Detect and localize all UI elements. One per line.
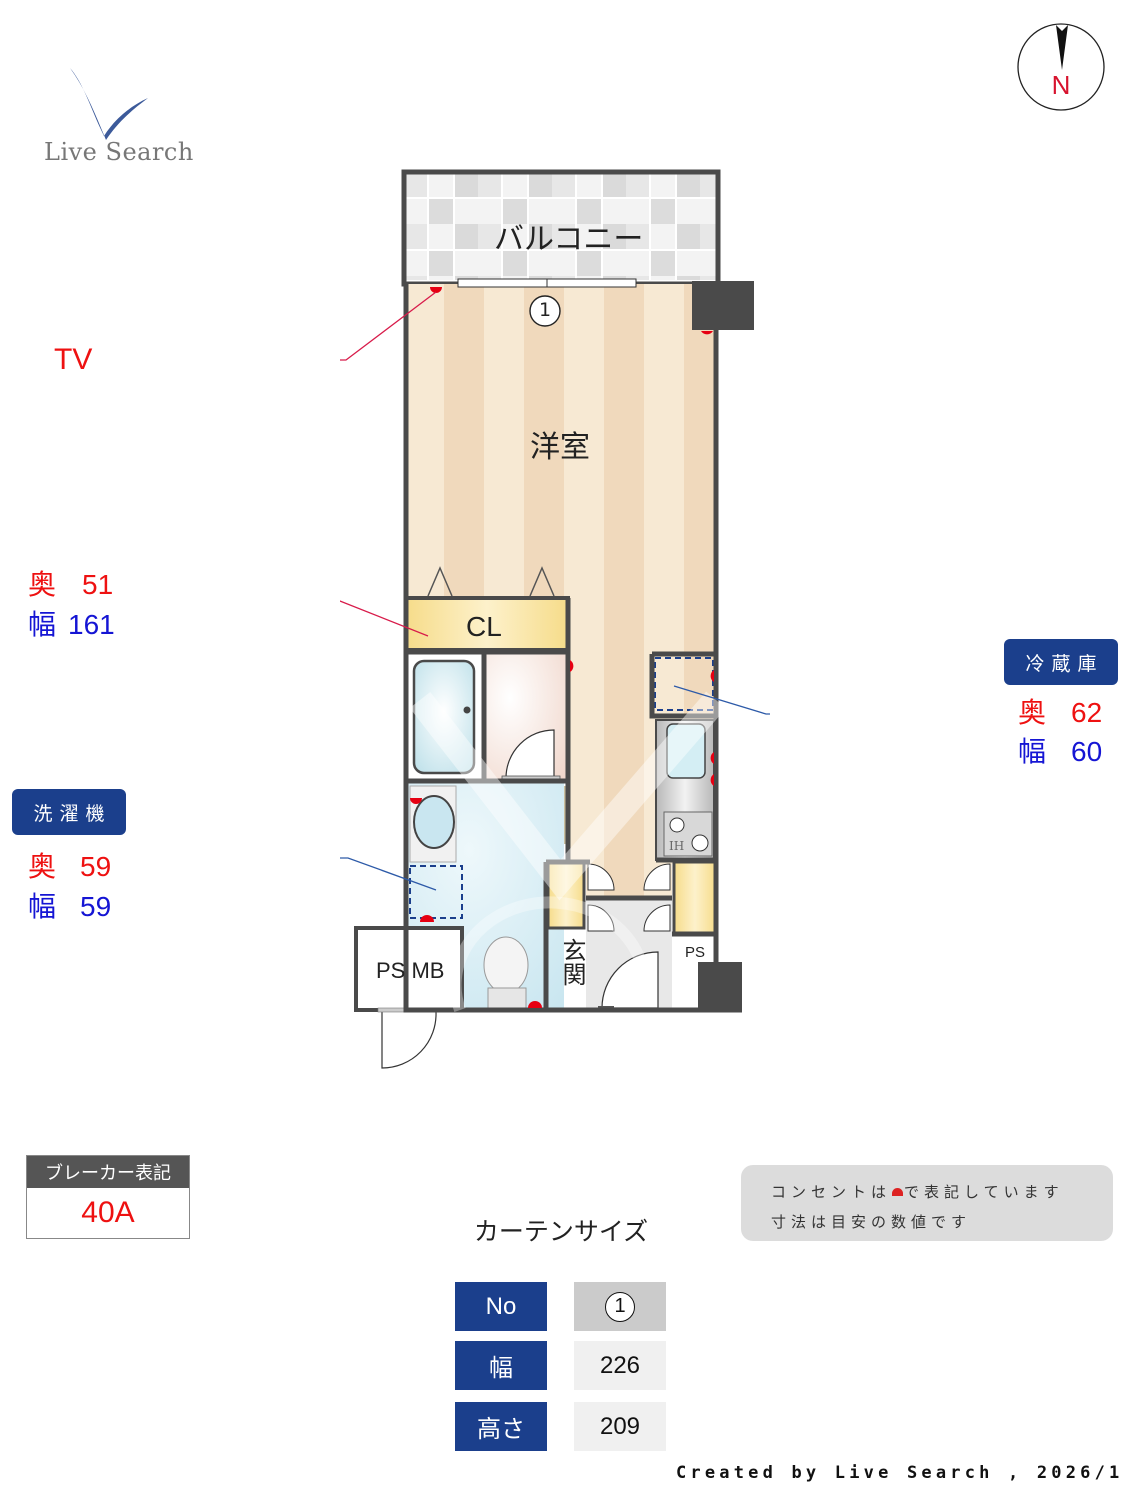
legend-note: コンセントはで表記しています 寸法は目安の数値です: [741, 1165, 1113, 1241]
note-line-1-after: で表記しています: [904, 1183, 1064, 1201]
curtain-title: カーテンサイズ: [473, 1217, 649, 1246]
curtain-value-no: 1: [574, 1282, 666, 1331]
compass-north-label: N: [1051, 70, 1071, 100]
window-number: 1: [538, 299, 552, 321]
note-line-2: 寸法は目安の数値です: [771, 1213, 972, 1231]
curtain-header-height: 高さ: [455, 1402, 547, 1451]
closet-width-label: 幅: [28, 609, 57, 640]
tv-label: TV: [54, 343, 93, 376]
western-room-label: 洋室: [530, 430, 590, 465]
fridge-badge: 冷蔵庫: [1004, 639, 1118, 685]
curtain-header-width: 幅: [455, 1341, 547, 1390]
closet-width-value: 161: [68, 609, 115, 640]
floor-plan-drawing: IH: [132, 169, 992, 1069]
fridge-width-value: 60: [1071, 736, 1103, 767]
washer-width-value: 59: [80, 891, 112, 922]
live-search-logo: Live Search: [40, 64, 210, 174]
checkmark-swoosh-icon: [70, 68, 148, 140]
entrance-label: 玄関: [558, 938, 586, 986]
washer-badge: 洗濯機: [12, 789, 126, 835]
compass: N: [1016, 22, 1106, 112]
breaker-value: 40A: [81, 1196, 135, 1229]
floor-plan: IH: [132, 160, 992, 1090]
footer-credit: Created by Live Search , 2026/1: [676, 1463, 1124, 1483]
curtain-value-height: 209: [574, 1402, 666, 1451]
washer-width-label: 幅: [28, 891, 57, 922]
note-line-1-before: コンセントは: [771, 1183, 892, 1201]
ih-label: IH: [669, 839, 684, 853]
ps-mb-label: PS MB: [376, 958, 445, 983]
washer-depth-value: 59: [80, 851, 112, 882]
closet-label: CL: [466, 611, 502, 642]
window-number-circle: 1: [605, 1291, 635, 1322]
outlet-markers: [410, 287, 714, 1008]
logo-text: Live Search: [44, 138, 194, 166]
closet-depth-value: 51: [82, 569, 114, 600]
balcony-label: バルコニー: [494, 222, 644, 257]
breaker-title: ブレーカー表記: [27, 1156, 189, 1188]
note-line-1: コンセントはで表記しています: [771, 1177, 1113, 1207]
fridge-depth-value: 62: [1071, 697, 1103, 728]
fridge-width-label: 幅: [1018, 736, 1047, 767]
curtain-header-no: No: [455, 1282, 547, 1331]
ps-label: PS: [685, 944, 706, 961]
north-arrow-icon: [1017, 23, 1105, 111]
breaker-box: ブレーカー表記 40A: [26, 1155, 190, 1239]
closet-depth-label: 奥: [28, 569, 57, 600]
washer-depth-label: 奥: [28, 851, 57, 882]
outlet-marker-icon: [892, 1188, 904, 1196]
fridge-depth-label: 奥: [1018, 697, 1047, 728]
curtain-value-width: 226: [574, 1341, 666, 1390]
